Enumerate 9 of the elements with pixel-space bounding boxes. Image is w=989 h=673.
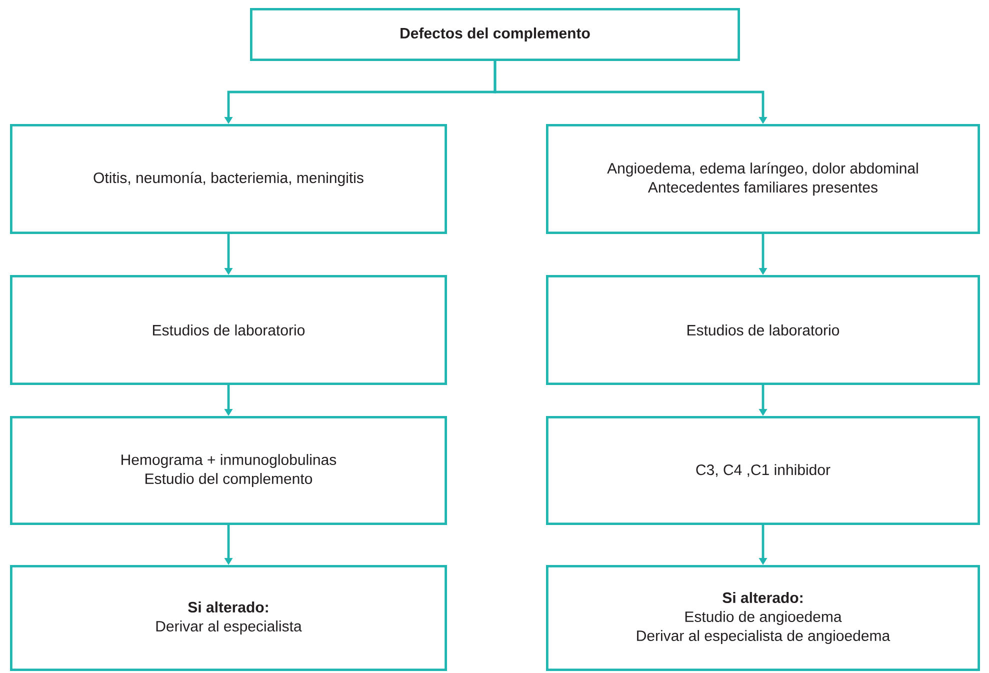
process-box: Otitis, neumonía, bacteriemia, meningitis	[10, 124, 447, 234]
process-box: Estudios de laboratorio	[10, 275, 447, 385]
process-box: C3, C4 ,C1 inhibidor	[546, 416, 980, 525]
result-box: Si alterado: Estudio de angioedema Derivar al especialista de angioedema	[546, 565, 980, 671]
title-box: Defectos del complemento	[250, 8, 740, 61]
process-box: Estudios de laboratorio	[546, 275, 980, 385]
result-box: Si alterado: Derivar al especialista	[10, 565, 447, 671]
process-box: Angioedema, edema laríngeo, dolor abdominal Antecedentes familiares presentes	[546, 124, 980, 234]
process-box: Hemograma + inmunoglobulinas Estudio del complemento	[10, 416, 447, 525]
